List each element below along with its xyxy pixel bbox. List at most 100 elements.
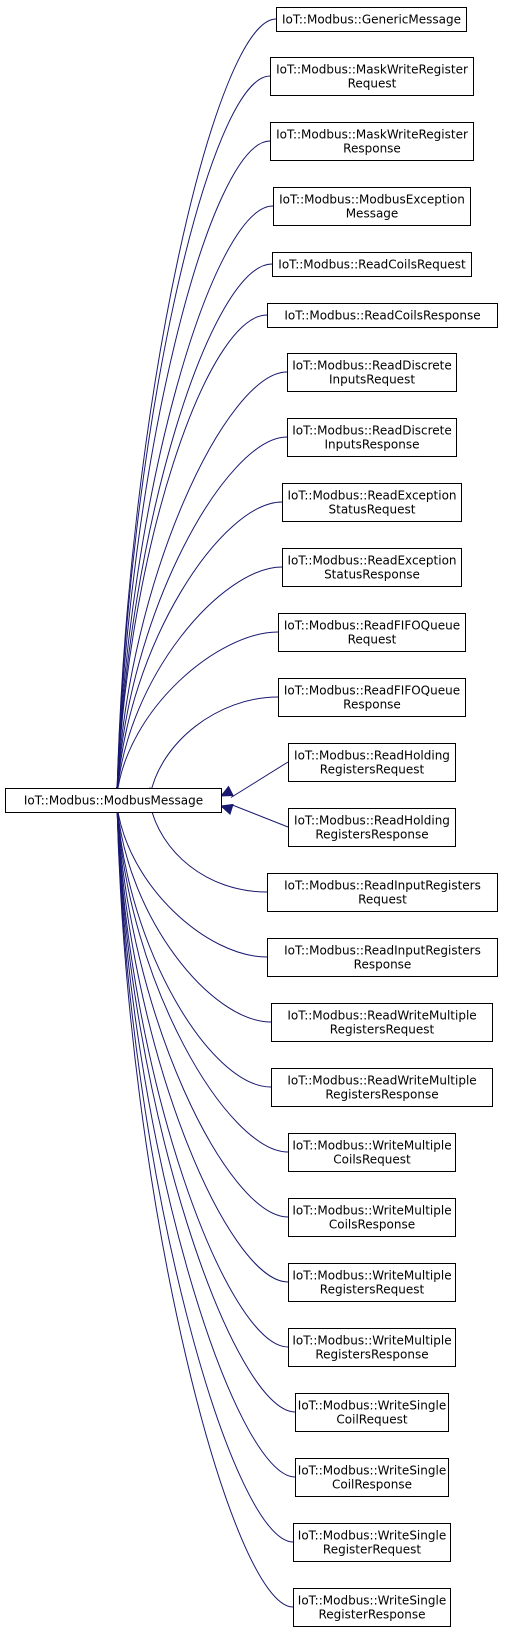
- class-label-line: IoT::Modbus::ReadFIFOQueue: [284, 684, 460, 698]
- class-label-line: RegistersRequest: [320, 1283, 425, 1297]
- class-label-line: IoT::Modbus::WriteMultiple: [292, 1334, 451, 1348]
- class-box: [278, 613, 466, 652]
- edge-read-holding-registers-request: [230, 761, 289, 798]
- class-box: [288, 1198, 456, 1237]
- class-box: [272, 252, 472, 277]
- edge-write-single-register-response: [116, 804, 294, 1608]
- class-label-line: RegistersRequest: [320, 763, 425, 777]
- class-node-read-coils-request[interactable]: IoT::Modbus::ReadCoilsRequest: [272, 252, 472, 277]
- class-label-line: IoT::Modbus::WriteSingle: [298, 1464, 446, 1478]
- class-box: [288, 1133, 456, 1172]
- class-label-line: Response: [343, 698, 401, 712]
- edge-read-discrete-inputs-request: [116, 371, 288, 796]
- class-label-line: IoT::Modbus::GenericMessage: [282, 13, 461, 27]
- class-box: [270, 57, 474, 96]
- class-label-line: IoT::Modbus::MaskWriteRegister: [276, 128, 468, 142]
- edge-read-exception-status-request: [116, 501, 283, 796]
- class-box: [295, 1458, 449, 1497]
- class-label-line: IoT::Modbus::ReadWriteMultiple: [287, 1074, 476, 1088]
- edge-read-coils-request: [116, 263, 273, 796]
- class-label-line: IoT::Modbus::ReadException: [287, 489, 456, 503]
- edge-mask-write-register-request: [116, 75, 271, 796]
- class-node-read-write-multiple-registers-request[interactable]: IoT::Modbus::ReadWriteMultipleRegistersR…: [271, 1003, 493, 1042]
- class-label-line: IoT::Modbus::ReadFIFOQueue: [284, 619, 460, 633]
- class-box: [271, 1068, 493, 1107]
- edge-read-holding-registers-response: [230, 804, 289, 828]
- class-label-line: IoT::Modbus::ModbusException: [279, 193, 465, 207]
- class-label-line: IoT::Modbus::ReadException: [287, 554, 456, 568]
- class-label-line: IoT::Modbus::ModbusMessage: [24, 794, 203, 808]
- class-label-line: Request: [358, 893, 407, 907]
- class-label-line: RegisterRequest: [323, 1543, 421, 1557]
- class-label-line: Response: [343, 142, 401, 156]
- class-nodes: IoT::Modbus::GenericMessageIoT::Modbus::…: [5, 7, 498, 1627]
- class-label-line: Request: [348, 633, 397, 647]
- class-label-line: RegistersResponse: [315, 828, 428, 842]
- class-box: [276, 7, 467, 32]
- class-box: [270, 122, 474, 161]
- class-node-write-multiple-registers-response[interactable]: IoT::Modbus::WriteMultipleRegistersRespo…: [288, 1328, 456, 1367]
- class-node-read-coils-response[interactable]: IoT::Modbus::ReadCoilsResponse: [267, 303, 498, 328]
- class-label-line: IoT::Modbus::ReadWriteMultiple: [287, 1009, 476, 1023]
- edge-modbus-exception-message: [116, 205, 274, 796]
- edge-read-exception-status-response: [116, 566, 283, 796]
- class-node-base[interactable]: IoT::Modbus::ModbusMessage: [5, 788, 222, 813]
- class-label-line: RegisterResponse: [318, 1608, 425, 1622]
- edge-write-single-coil-request: [116, 804, 296, 1413]
- class-node-write-multiple-registers-request[interactable]: IoT::Modbus::WriteMultipleRegistersReque…: [288, 1263, 456, 1302]
- class-label-line: InputsRequest: [329, 373, 415, 387]
- class-node-generic-message[interactable]: IoT::Modbus::GenericMessage: [276, 7, 467, 32]
- class-label-line: RegistersRequest: [330, 1023, 435, 1037]
- edge-write-multiple-coils-response: [116, 804, 289, 1218]
- class-label-line: IoT::Modbus::ReadHolding: [294, 749, 450, 763]
- class-label-line: IoT::Modbus::ReadInputRegisters: [284, 944, 481, 958]
- class-box: [288, 743, 456, 782]
- edge-write-multiple-registers-request: [116, 804, 289, 1283]
- class-box: [282, 548, 462, 587]
- class-node-read-holding-registers-response[interactable]: IoT::Modbus::ReadHoldingRegistersRespons…: [288, 808, 456, 847]
- class-label-line: IoT::Modbus::ReadDiscrete: [292, 424, 452, 438]
- class-label-line: IoT::Modbus::WriteMultiple: [292, 1269, 451, 1283]
- class-label-line: StatusRequest: [329, 503, 416, 517]
- class-label-line: Request: [348, 77, 397, 91]
- class-label-line: Response: [354, 958, 412, 972]
- edge-write-single-coil-response: [116, 804, 296, 1478]
- class-label-line: IoT::Modbus::ReadHolding: [294, 814, 450, 828]
- class-label-line: IoT::Modbus::ReadDiscrete: [292, 359, 452, 373]
- edge-read-fifo-queue-request: [116, 631, 279, 796]
- edge-read-input-registers-request: [149, 803, 268, 893]
- class-node-read-write-multiple-registers-response[interactable]: IoT::Modbus::ReadWriteMultipleRegistersR…: [271, 1068, 493, 1107]
- class-label-line: CoilRequest: [336, 1413, 407, 1427]
- class-label-line: CoilsResponse: [329, 1218, 415, 1232]
- class-box: [295, 1393, 449, 1432]
- class-label-line: IoT::Modbus::WriteMultiple: [292, 1204, 451, 1218]
- class-label-line: IoT::Modbus::WriteSingle: [298, 1594, 446, 1608]
- class-box: [293, 1523, 451, 1562]
- class-box: [282, 483, 462, 522]
- class-box: [278, 678, 466, 717]
- edge-read-fifo-queue-response: [149, 696, 279, 797]
- class-label-line: IoT::Modbus::WriteSingle: [298, 1529, 446, 1543]
- class-label-line: IoT::Modbus::WriteMultiple: [292, 1139, 451, 1153]
- edge-read-write-multiple-registers-response: [116, 804, 272, 1088]
- class-box: [287, 353, 457, 392]
